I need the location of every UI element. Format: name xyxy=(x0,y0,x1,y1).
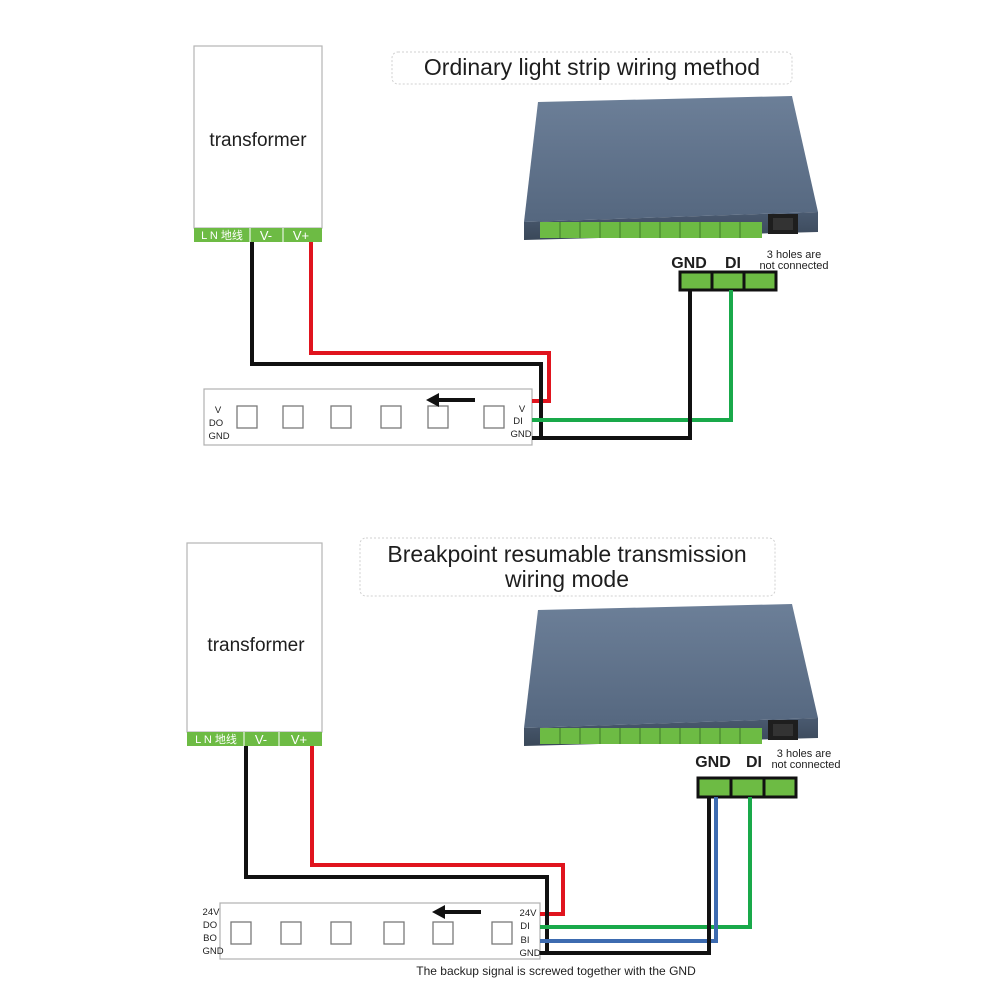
bottom-title-frame xyxy=(359,537,776,597)
top-panel: Ordinary light strip wiring method trans… xyxy=(193,45,829,446)
wire-gnd xyxy=(540,797,711,955)
led-chip xyxy=(282,405,304,429)
terminal-label-ln-ground: L N 地线 xyxy=(195,732,237,746)
led-chip xyxy=(236,405,258,429)
controller-port-slots xyxy=(559,728,741,744)
top-title-frame xyxy=(391,51,793,85)
terminal-label-ln-ground: L N 地线 xyxy=(201,228,243,242)
wire-v-plus xyxy=(310,746,565,916)
strip-body xyxy=(203,388,533,446)
led-chip xyxy=(432,921,454,945)
bottom-title-line2: wiring mode xyxy=(504,566,629,592)
led-chip xyxy=(230,921,252,945)
connector-label-di: DI xyxy=(746,754,762,771)
top-controller xyxy=(524,96,818,240)
bottom-led-strip: 24V DO BO GND 24V DI BI GND The backup s… xyxy=(202,902,696,978)
terminal-label-v-minus: V- xyxy=(260,228,272,243)
wire-gnd xyxy=(532,290,692,440)
power-socket-inner xyxy=(773,724,793,736)
bottom-title-line1: Breakpoint resumable transmission xyxy=(387,541,746,567)
controller-port-strip xyxy=(540,222,762,238)
strip-right-pin: V xyxy=(519,404,526,415)
arrow-left-icon xyxy=(432,905,481,919)
power-socket-inner xyxy=(773,218,793,230)
strip-left-pin: BO xyxy=(203,933,217,944)
strip-right-pin: DI xyxy=(513,416,523,427)
strip-body xyxy=(219,902,541,960)
connector-block xyxy=(696,776,798,799)
controller-top-face xyxy=(524,96,818,222)
terminal-label-v-plus: V+ xyxy=(291,732,307,747)
wire-v-plus xyxy=(309,242,551,403)
terminal-label-v-minus: V- xyxy=(255,732,267,747)
bottom-transformer: transformer L N 地线 V- V+ xyxy=(186,542,323,747)
controller-port-slots xyxy=(559,222,741,238)
led-chip xyxy=(427,405,449,429)
top-transformer: transformer L N 地线 V- V+ xyxy=(193,45,323,243)
led-chip xyxy=(491,921,513,945)
led-chip xyxy=(383,921,405,945)
transformer-label: transformer xyxy=(209,130,307,151)
terminal-label-v-plus: V+ xyxy=(293,228,309,243)
strip-left-pin: V xyxy=(215,405,222,416)
bottom-controller-connector: GND DI 3 holes are not connected xyxy=(695,748,841,799)
led-chip xyxy=(280,921,302,945)
connector-block xyxy=(678,270,778,292)
led-chip xyxy=(330,405,352,429)
connector-label-gnd: GND xyxy=(695,754,731,771)
strip-right-pin: BI xyxy=(521,935,530,946)
strip-right-pin: GND xyxy=(510,429,531,440)
transformer-terminal-block xyxy=(194,228,322,242)
led-chip xyxy=(483,405,505,429)
holes-note-line1: 3 holes are xyxy=(777,748,831,760)
top-controller-connector: GND DI 3 holes are not connected xyxy=(671,249,829,292)
top-title: Ordinary light strip wiring method xyxy=(424,54,760,80)
strip-left-pin: GND xyxy=(202,946,223,957)
holes-note-line2: not connected xyxy=(759,260,828,272)
holes-note-line1: 3 holes are xyxy=(767,249,821,261)
connector-label-gnd: GND xyxy=(671,255,707,272)
strip-right-pin: GND xyxy=(519,948,540,959)
strip-left-pin: DO xyxy=(209,418,223,429)
connector-label-di: DI xyxy=(725,255,741,272)
controller-top-face xyxy=(524,604,818,728)
wire-bi-backup xyxy=(540,797,718,943)
led-chip xyxy=(380,405,402,429)
strip-left-pin: DO xyxy=(203,920,217,931)
arrow-left-icon xyxy=(426,393,475,407)
transformer-terminal-block xyxy=(187,732,322,746)
strip-left-pin: 24V xyxy=(203,907,221,918)
wire-di xyxy=(532,290,733,422)
wire-di xyxy=(540,797,752,929)
controller-port-strip xyxy=(540,728,762,744)
led-chip xyxy=(330,921,352,945)
top-led-strip: V DO GND V DI GND xyxy=(203,388,533,446)
transformer-label: transformer xyxy=(207,635,305,656)
backup-signal-note: The backup signal is screwed together wi… xyxy=(416,964,696,978)
strip-right-pin: 24V xyxy=(520,908,538,919)
bottom-panel: Breakpoint resumable transmission wiring… xyxy=(186,537,841,978)
strip-right-pin: DI xyxy=(520,921,530,932)
holes-note-line2: not connected xyxy=(771,759,840,771)
bottom-controller xyxy=(524,604,818,746)
strip-left-pin: GND xyxy=(208,431,229,442)
